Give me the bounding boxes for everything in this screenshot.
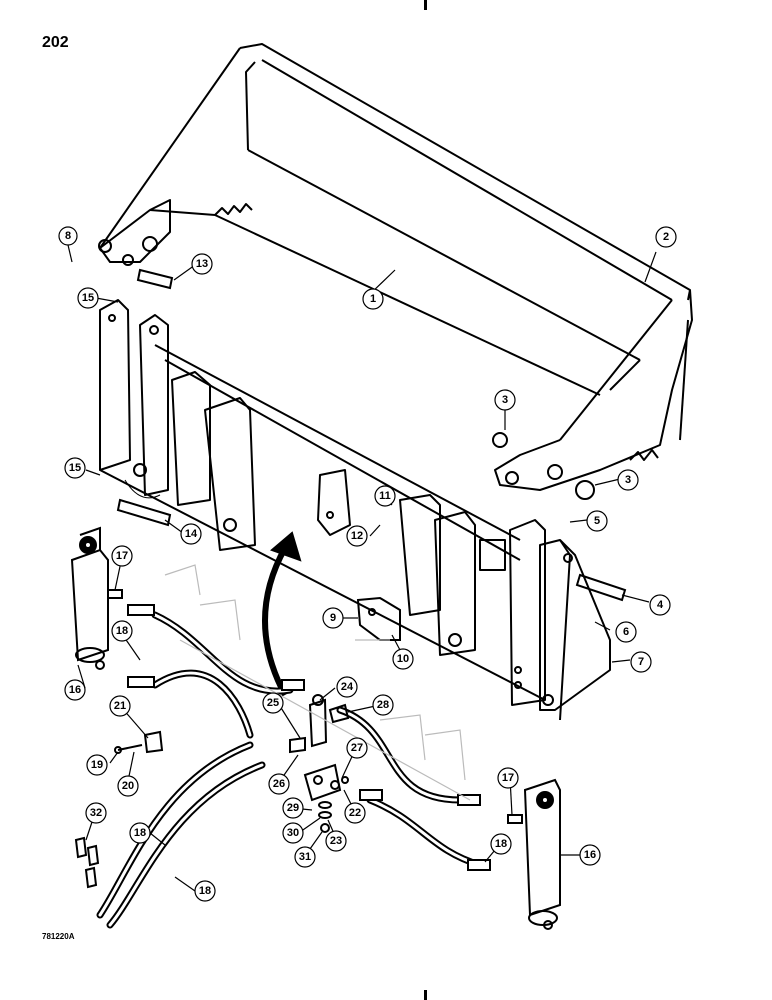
callout-29: 29	[287, 802, 299, 814]
quick-couplers	[74, 836, 100, 889]
hose-fittings	[127, 604, 491, 871]
callout-3b: 3	[625, 474, 631, 486]
drawing-code: 781220A	[42, 932, 75, 941]
callout-16b: 16	[584, 849, 596, 861]
wire	[124, 479, 161, 499]
callouts	[58, 226, 677, 902]
pin-14	[116, 498, 172, 527]
callout-6: 6	[623, 626, 629, 638]
fitting-17-left	[107, 589, 123, 599]
clamp-21	[143, 730, 164, 754]
callout-18d: 18	[199, 885, 211, 897]
callout-26: 26	[273, 778, 285, 790]
coupler-frame	[99, 299, 546, 706]
callout-19: 19	[91, 759, 103, 771]
callout-30: 30	[287, 827, 299, 839]
callout-17a: 17	[116, 550, 128, 562]
right-pin-boss	[492, 432, 595, 500]
callout-18c: 18	[134, 827, 146, 839]
callout-18b: 18	[495, 838, 507, 850]
cylinder-right	[523, 778, 561, 930]
callout-10: 10	[397, 653, 409, 665]
callout-31: 31	[299, 851, 311, 863]
top-page-mark	[424, 0, 427, 10]
callout-labels: 8 1 2 3 3 5 4 6 7 13 14 15 15 11 12 9 10…	[65, 230, 669, 897]
callouts-16	[64, 664, 601, 866]
callout-3a: 3	[502, 394, 508, 406]
callout-12: 12	[351, 530, 363, 542]
callout-14: 14	[185, 528, 198, 540]
callout-16a: 16	[69, 684, 81, 696]
callout-5: 5	[594, 515, 600, 527]
pin-13	[136, 268, 174, 290]
callout-9: 9	[330, 612, 336, 624]
fitting-17-right	[507, 814, 523, 824]
callout-7: 7	[638, 656, 644, 668]
curved-arrow	[262, 531, 302, 697]
callout-32: 32	[90, 807, 102, 819]
page-number: 202	[42, 34, 69, 51]
callout-13: 13	[196, 258, 208, 270]
callout-28: 28	[377, 699, 389, 711]
callout-15b: 15	[69, 462, 81, 474]
bucket	[99, 43, 693, 491]
callout-4: 4	[657, 599, 664, 611]
callout-23: 23	[330, 835, 342, 847]
pin-4	[575, 573, 627, 602]
callout-2: 2	[663, 231, 669, 243]
cylinder-left	[70, 526, 109, 670]
callout-25: 25	[267, 697, 279, 709]
callout-27: 27	[351, 742, 363, 754]
hoses	[96, 611, 484, 929]
callout-1: 1	[370, 293, 376, 305]
callout-24: 24	[341, 681, 354, 693]
callout-15a: 15	[82, 292, 94, 304]
callout-17b: 17	[502, 772, 514, 784]
callout-8: 8	[65, 230, 71, 242]
bottom-page-mark	[424, 990, 427, 1000]
manifold	[289, 694, 350, 833]
left-pin-boss	[98, 236, 158, 266]
ghost-frame	[164, 564, 471, 801]
bolt-19-20	[114, 744, 143, 754]
callout-20: 20	[122, 780, 134, 792]
callout-21: 21	[114, 700, 126, 712]
hose-inner	[98, 613, 482, 927]
bracket-9	[356, 596, 401, 641]
callout-22: 22	[349, 807, 361, 819]
callout-18a: 18	[116, 625, 128, 637]
callout-11: 11	[379, 490, 391, 502]
lever-bracket	[539, 539, 611, 721]
